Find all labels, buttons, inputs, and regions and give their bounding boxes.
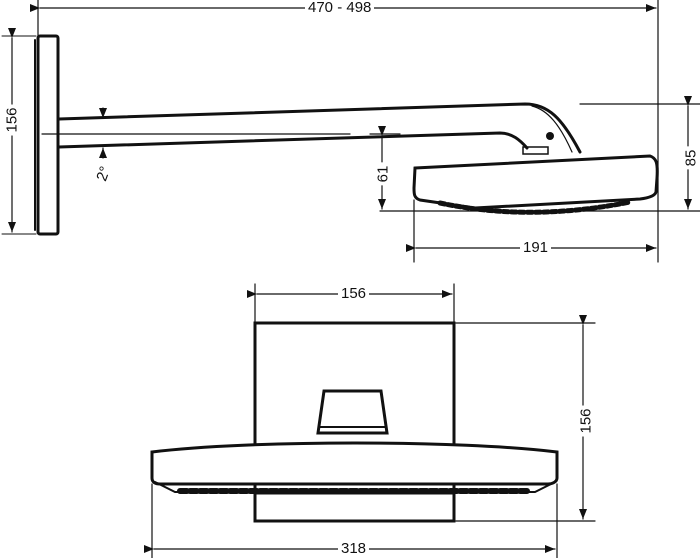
plate-width-label: 156 xyxy=(338,286,370,302)
shower-head-side xyxy=(412,154,659,210)
front-view xyxy=(144,283,596,558)
head-drop-label: 61 xyxy=(374,162,392,186)
plate-height-label: 156 xyxy=(578,405,595,437)
head-width-label: 318 xyxy=(338,541,370,557)
side-view xyxy=(1,0,700,263)
overall-length-label: 470 - 498 xyxy=(305,0,375,16)
total-height-label: 85 xyxy=(682,146,700,170)
wall-plate xyxy=(36,34,60,236)
shower-head-front xyxy=(150,441,559,486)
wall-plate-height-label: 156 xyxy=(4,104,21,136)
head-length-label: 191 xyxy=(520,240,552,256)
